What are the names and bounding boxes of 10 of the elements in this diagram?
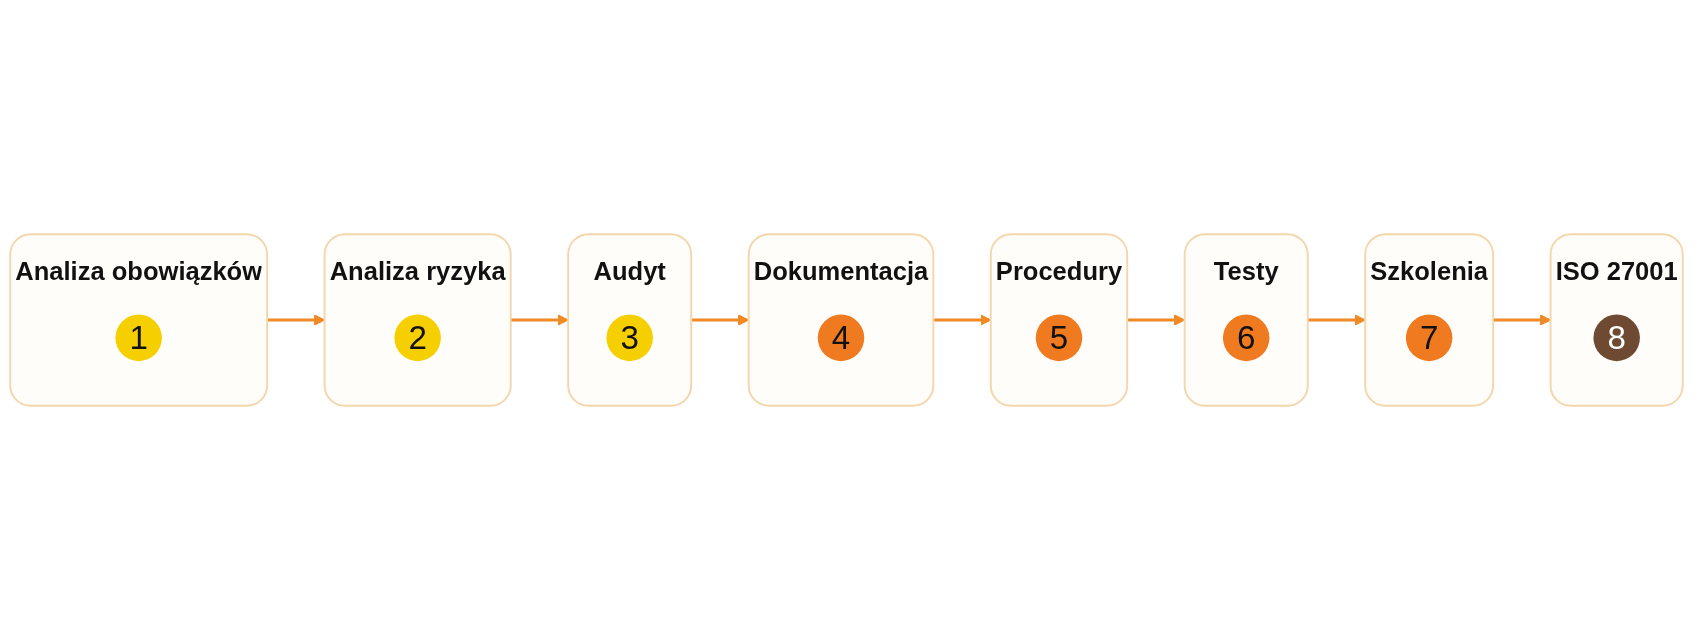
node-circle: 1 bbox=[115, 314, 162, 362]
node-circle: 3 bbox=[606, 314, 653, 362]
arrow bbox=[1307, 314, 1366, 326]
node-circle: 2 bbox=[394, 314, 441, 362]
arrow bbox=[510, 314, 569, 326]
node-circle: 7 bbox=[1405, 314, 1453, 362]
node-circle: 5 bbox=[1035, 314, 1083, 362]
node-circle: 6 bbox=[1222, 314, 1270, 362]
node-circle: 4 bbox=[817, 314, 865, 362]
node-circle: 8 bbox=[1593, 314, 1640, 362]
